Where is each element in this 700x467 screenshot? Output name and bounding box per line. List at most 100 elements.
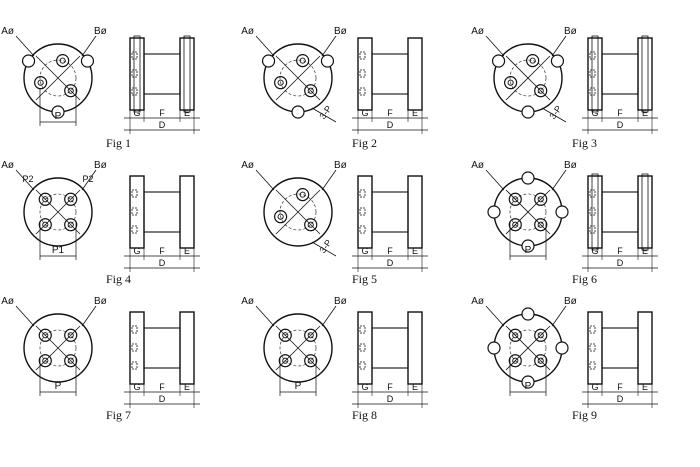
leader-a <box>255 305 275 327</box>
label-g: G <box>133 246 140 256</box>
pin-hole-inner <box>67 221 74 228</box>
center-line <box>275 189 321 235</box>
pin-hole <box>304 84 318 98</box>
label-f: F <box>159 246 165 256</box>
barrel <box>601 191 639 233</box>
flange-lip <box>591 35 599 113</box>
label-a-diameter: Aø <box>241 26 254 37</box>
pin-slot <box>131 325 138 334</box>
pitch-circle <box>279 59 317 97</box>
leader-a <box>485 169 505 191</box>
pin-hole-inner <box>537 196 544 203</box>
pin-hole <box>508 354 522 368</box>
notch <box>80 54 95 68</box>
pin-slot <box>589 69 596 78</box>
label-d: D <box>617 258 624 268</box>
pin-hole <box>508 218 522 232</box>
label-d: D <box>387 394 394 404</box>
pin-hole <box>38 354 52 368</box>
notch <box>555 341 569 355</box>
label-g: G <box>361 246 368 256</box>
notch <box>521 375 535 389</box>
leader-a <box>15 305 35 327</box>
label-d: D <box>617 120 624 130</box>
pin-slot <box>589 361 596 370</box>
label-f: F <box>159 108 165 118</box>
pin-hole <box>526 54 540 68</box>
leader-b <box>321 35 337 57</box>
flange-lip <box>641 35 649 113</box>
pitch-label: P <box>55 111 62 122</box>
pin-hole-inner <box>512 332 519 339</box>
pin-hole-inner <box>42 221 49 228</box>
pin-hole-inner <box>67 332 74 339</box>
fig-7-caption: Fig 7 <box>106 408 132 422</box>
label-b-diameter: Bø <box>94 26 107 37</box>
pin-slot <box>359 69 366 78</box>
pin-hole-inner <box>42 332 49 339</box>
pin-hole <box>534 192 548 206</box>
leader-a <box>485 35 505 57</box>
label-d: D <box>159 394 166 404</box>
flange-outline <box>263 177 333 247</box>
label-e: E <box>184 108 190 118</box>
leader-a <box>15 35 35 57</box>
pin-slot <box>131 51 138 60</box>
leader-b <box>551 35 567 57</box>
pin-hole <box>508 192 522 206</box>
pitch-p2-label-left: P2 <box>22 174 33 184</box>
label-b-diameter: Bø <box>94 296 107 307</box>
pin-slot <box>589 325 596 334</box>
label-f: F <box>387 382 393 392</box>
label-f: F <box>617 108 623 118</box>
label-b-diameter: Bø <box>334 160 347 171</box>
pin-hole-inner <box>277 213 284 220</box>
pin-hole-inner <box>299 191 306 198</box>
pin-hole <box>534 328 548 342</box>
pitch-label: 3-P <box>547 104 563 121</box>
label-g: G <box>591 246 598 256</box>
pin-slot <box>359 343 366 352</box>
notch <box>51 105 65 119</box>
pin-slot <box>131 343 138 352</box>
pitch-circle <box>279 193 317 231</box>
pin-hole-inner <box>307 357 314 364</box>
right-flange <box>179 311 195 385</box>
label-e: E <box>412 246 418 256</box>
center-line <box>505 55 551 101</box>
fig-6-caption: Fig 6 <box>572 272 598 286</box>
pin-hole <box>64 218 78 232</box>
pitch-circle <box>39 59 77 97</box>
right-flange <box>637 175 653 249</box>
fig-5-caption: Fig 5 <box>352 272 378 286</box>
label-b-diameter: Bø <box>564 26 577 37</box>
barrel <box>371 191 409 233</box>
label-e: E <box>642 382 648 392</box>
pitch-label: 3-P <box>317 238 333 255</box>
pin-hole-inner <box>67 196 74 203</box>
pin-hole <box>274 76 288 90</box>
pitch-circle <box>39 329 77 367</box>
label-f: F <box>387 108 393 118</box>
pin-slot <box>359 207 366 216</box>
pin-slot <box>589 225 596 234</box>
pin-hole-inner <box>537 87 544 94</box>
label-e: E <box>642 108 648 118</box>
notch <box>487 205 501 219</box>
leader-b <box>551 305 567 327</box>
pin-hole-inner <box>59 57 66 64</box>
leader-a <box>255 169 275 191</box>
leader-a <box>485 305 505 327</box>
pin-hole <box>278 328 292 342</box>
notch <box>521 171 535 185</box>
label-f: F <box>617 382 623 392</box>
pin-slot <box>131 87 138 96</box>
